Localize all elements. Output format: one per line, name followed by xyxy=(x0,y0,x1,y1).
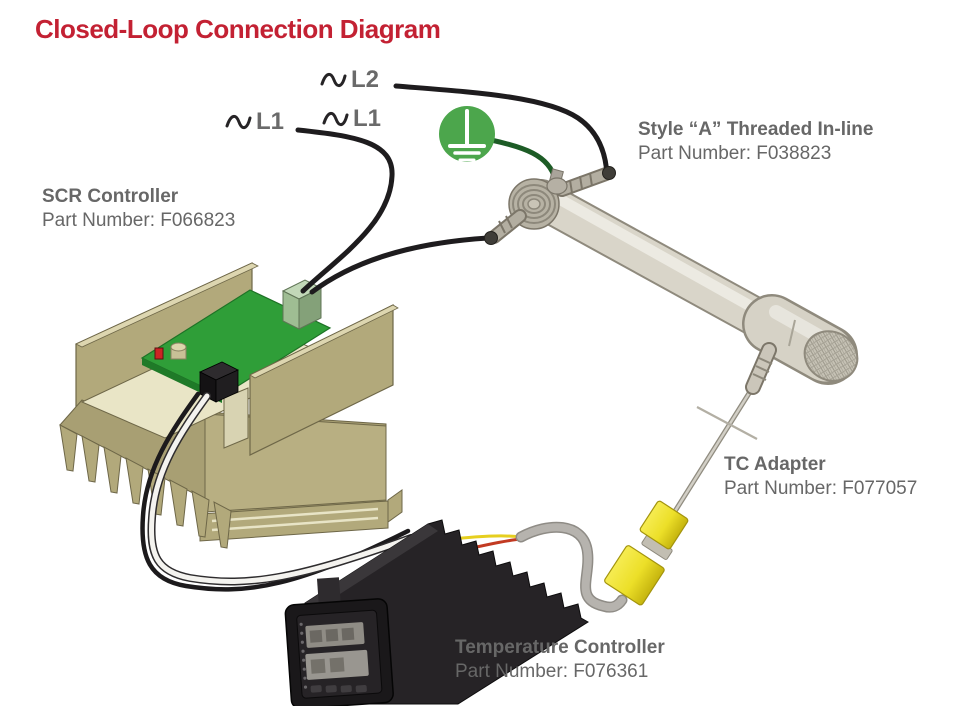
tc-connector-jack xyxy=(604,545,665,606)
tc-connector xyxy=(604,500,689,606)
break-tick xyxy=(696,406,758,440)
sine-wave-icon xyxy=(320,73,347,87)
l2-wire xyxy=(393,83,610,178)
scr-controller-illustration xyxy=(59,262,403,549)
temperature-controller-part: Part Number: F076361 xyxy=(455,661,649,682)
scr-to-controller-wires xyxy=(140,391,415,592)
pcb-capacitor xyxy=(170,342,187,360)
tc-connector-plug xyxy=(639,500,689,550)
page-title: Closed-Loop Connection Diagram xyxy=(35,14,441,44)
scr-controller-part: Part Number: F066823 xyxy=(42,210,236,231)
heater-illustration xyxy=(487,167,859,519)
tc-adapter-name: TC Adapter xyxy=(724,454,826,475)
line-label-l1: L1 xyxy=(225,108,284,136)
tc-adapter-part: Part Number: F077057 xyxy=(724,478,918,499)
pcb-led xyxy=(154,347,164,360)
wire-terminals xyxy=(484,166,616,245)
temperature-controller-name: Temperature Controller xyxy=(455,637,665,658)
block-to-heater-wire xyxy=(309,235,491,295)
temperature-controller-label: Temperature Controller Part Number: F076… xyxy=(455,636,665,684)
temperature-controller-illustration xyxy=(284,519,589,706)
heater-part: Part Number: F038823 xyxy=(638,143,832,164)
scr-controller-label: SCR Controller Part Number: F066823 xyxy=(42,185,235,233)
l1-wire xyxy=(295,127,395,294)
heater-label: Style “A” Threaded In-line Part Number: … xyxy=(638,118,873,166)
controller-front-panel xyxy=(284,598,394,706)
line-label-l1: L1 xyxy=(322,105,381,133)
upper-electrode xyxy=(555,167,613,197)
line-label-l2: L2 xyxy=(320,66,379,94)
scr-controller-name: SCR Controller xyxy=(42,186,179,207)
heater-name: Style “A” Threaded In-line xyxy=(638,119,874,140)
tc-adapter-label: TC Adapter Part Number: F077057 xyxy=(724,453,917,501)
controller-buttons xyxy=(310,685,367,693)
ground-icon xyxy=(439,106,495,162)
heater-end-face xyxy=(803,330,859,382)
sine-wave-icon xyxy=(225,115,252,129)
sine-wave-icon xyxy=(322,112,349,126)
tc-adapter-fitting xyxy=(745,342,777,395)
ground-wire xyxy=(488,137,558,182)
lower-electrode xyxy=(487,209,527,244)
